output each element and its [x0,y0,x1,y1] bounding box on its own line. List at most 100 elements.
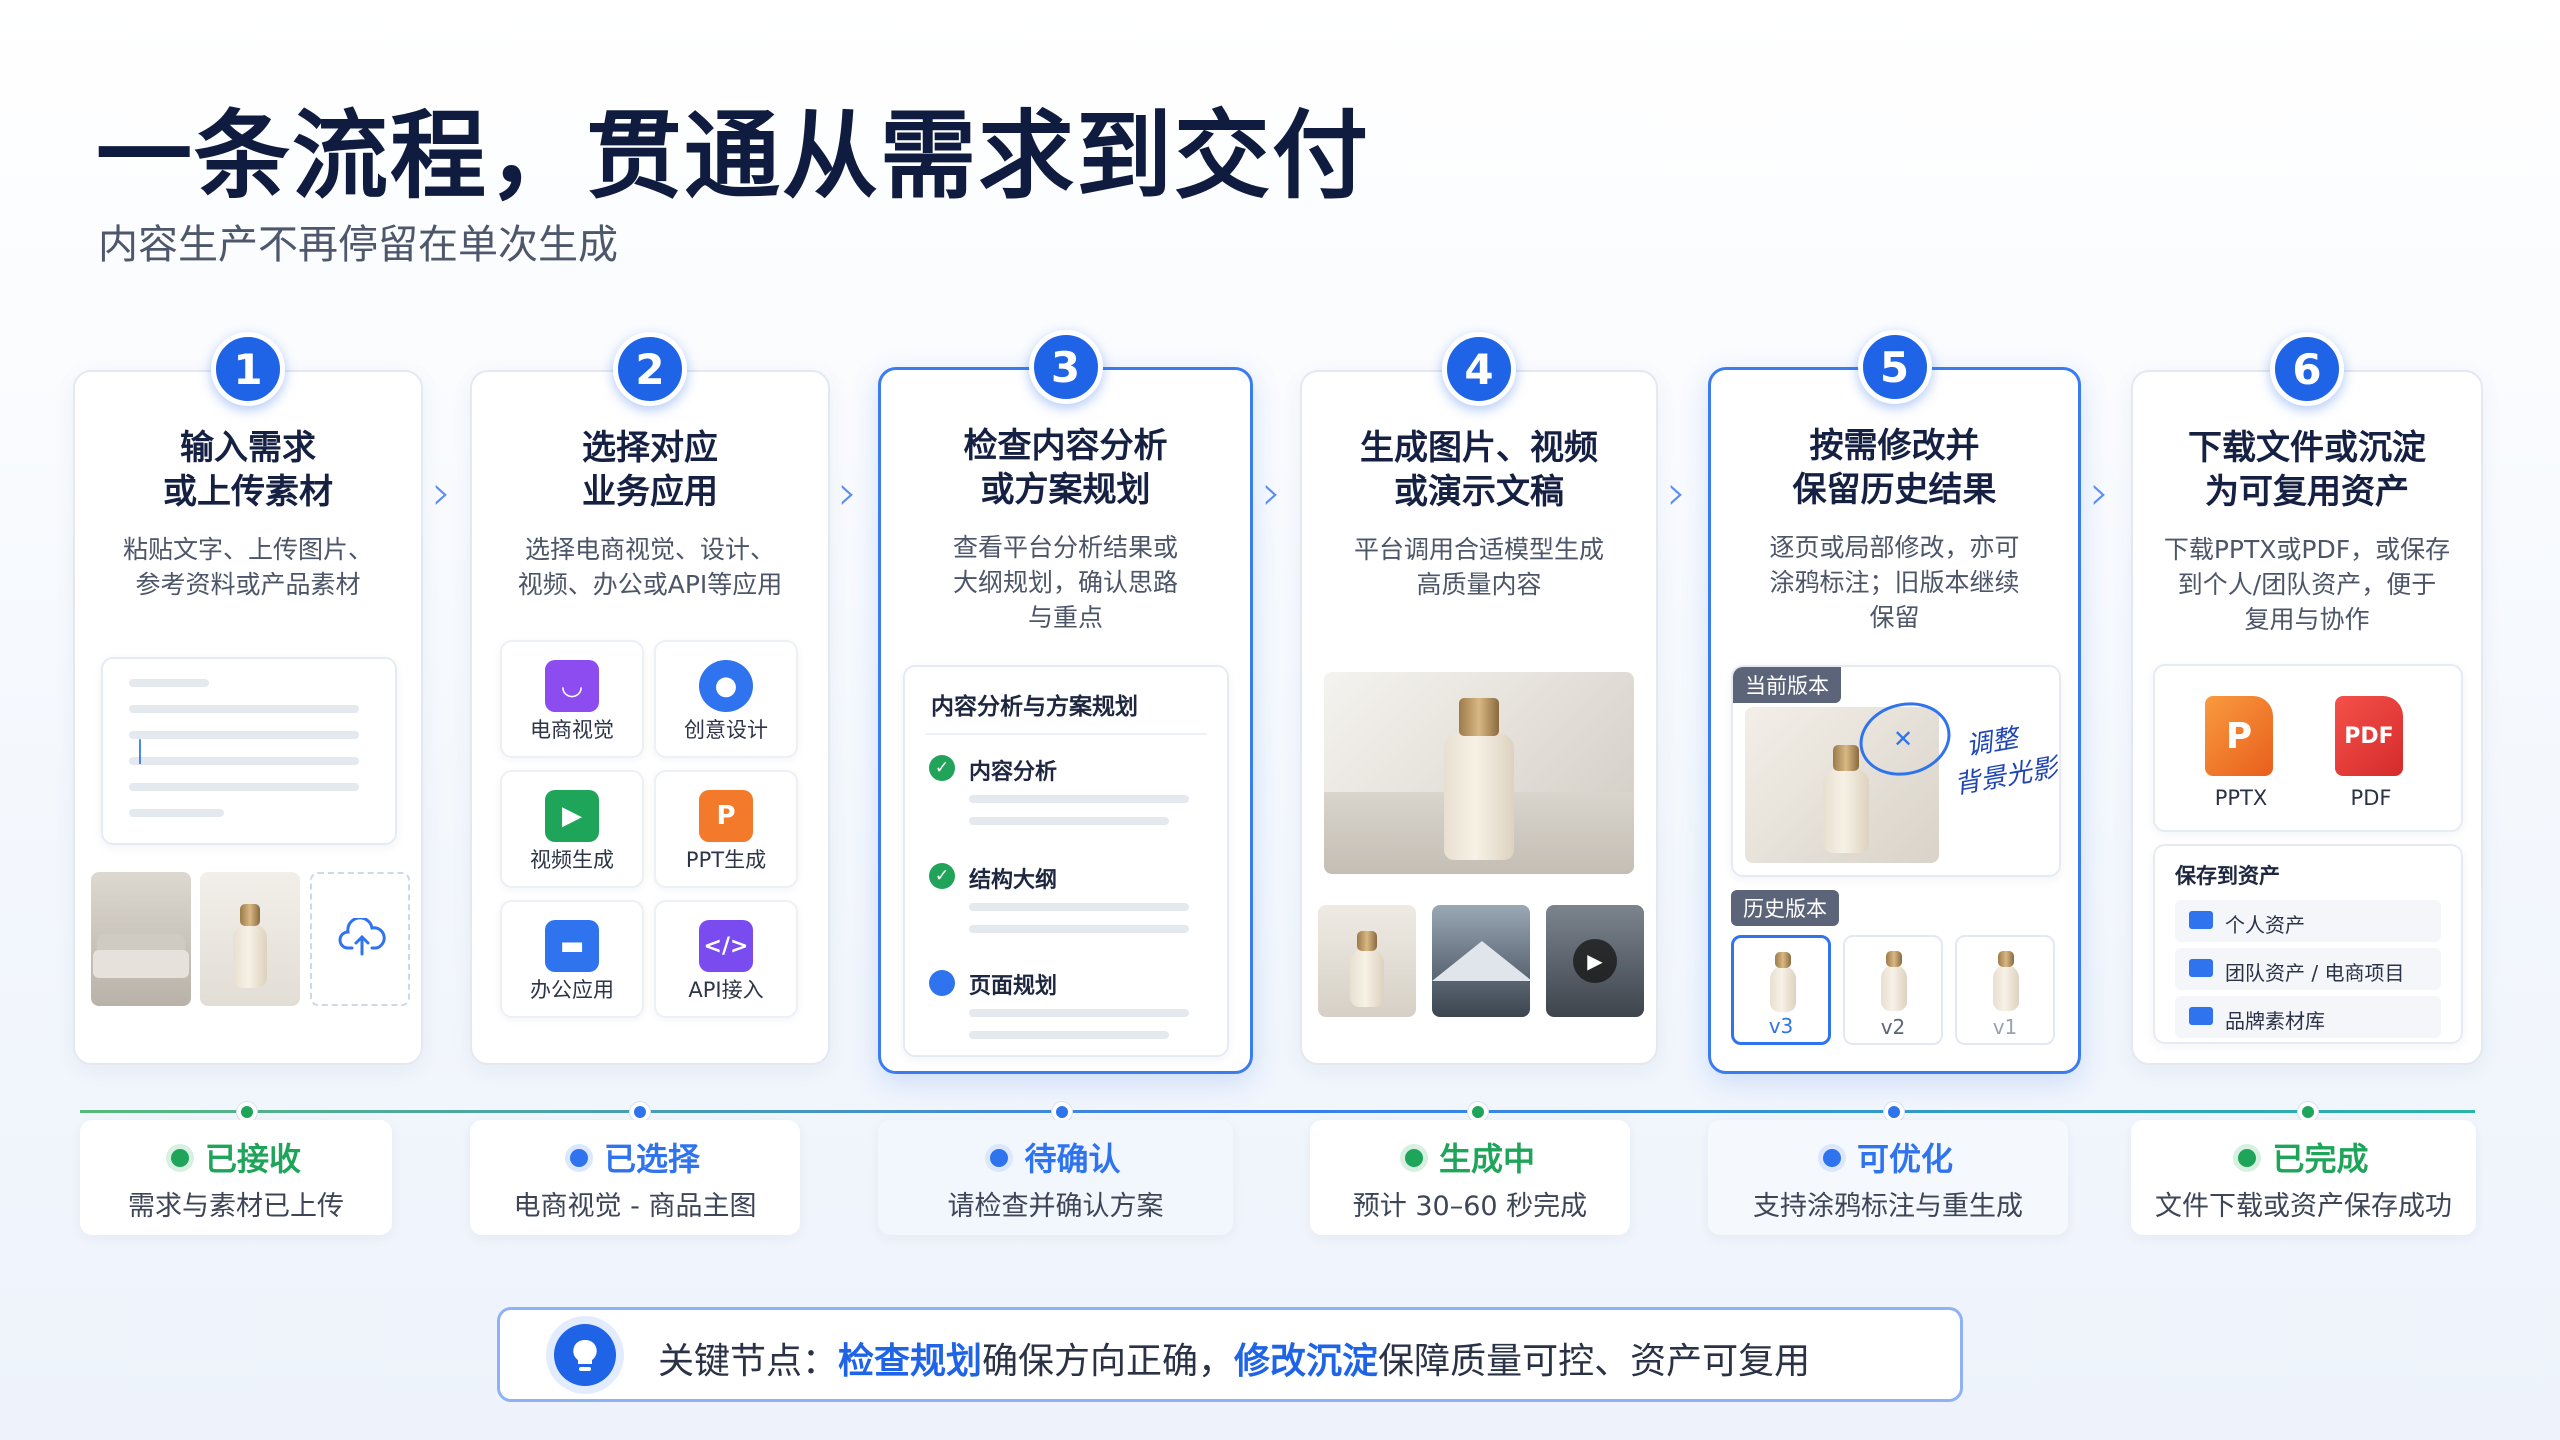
current-version-tag: 当前版本 [1733,667,1841,703]
step-desc: 粘贴文字、上传图片、参考资料或产品素材 [122,535,373,599]
step-card-5[interactable]: 5 按需修改并保留历史结果 逐页或局部修改，亦可涂鸦标注；旧版本继续保留 当前版… [1708,330,2081,1074]
status-dot-icon [170,1149,189,1167]
timeline-dot [2298,1102,2318,1122]
landscape-thumbnail[interactable] [1432,905,1530,1017]
history-version-tag: 历史版本 [1731,890,1839,926]
step-desc: 平台调用合适模型生成高质量内容 [1353,535,1604,599]
app-tile-office[interactable]: ▬办公应用 [500,900,644,1018]
timeline-dot [237,1102,257,1122]
folder-icon [2189,1007,2213,1025]
asset-option[interactable]: 团队资产 / 电商项目 [2175,948,2441,990]
step-title: 选择对应业务应用 [582,428,718,512]
step-number: 2 [613,332,687,406]
step-number: 4 [1442,332,1516,406]
code-icon: </> [699,920,753,972]
pdf-download-button[interactable]: PDF PDF [2321,696,2421,816]
step-card-1[interactable]: 1 输入需求或上传素材 粘贴文字、上传图片、参考资料或产品素材 I [73,332,423,1065]
chevron-right-icon: › [1262,465,1282,521]
cloud-upload-icon [338,918,386,956]
play-video-icon: ▶ [545,790,599,842]
step-desc: 下载PPTX或PDF，或保存到个人/团队资产，便于复用与协作 [2163,535,2451,634]
video-thumbnail[interactable]: ▶ [1546,905,1644,1017]
doodle-mark-icon: ✕ [1893,725,1914,753]
status-dot-icon [569,1149,588,1167]
chevron-right-icon: › [838,465,858,521]
step-card-6[interactable]: 6 下载文件或沉淀为可复用资产 下载PPTX或PDF，或保存到个人/团队资产，便… [2131,332,2483,1065]
pptx-download-button[interactable]: P PPTX [2191,696,2291,816]
play-icon: ▶ [1573,939,1617,983]
upload-button[interactable] [310,872,410,1006]
status-selected: 已选择 电商视觉 - 商品主图 [470,1120,800,1235]
asset-option[interactable]: 品牌素材库 [2175,996,2441,1038]
step-title: 按需修改并保留历史结果 [1792,426,1997,510]
step-title: 下载文件或沉淀为可复用资产 [2188,428,2426,512]
current-version-image[interactable] [1745,707,1939,863]
timeline-dot [1468,1102,1488,1122]
pending-dot-icon [929,970,955,996]
ppt-file-icon: P [699,790,753,842]
status-dot-icon [1822,1149,1841,1167]
save-assets-title: 保存到资产 [2175,864,2280,888]
pptx-file-icon: P [2205,696,2273,776]
step-card-4[interactable]: 4 生成图片、视频或演示文稿 平台调用合适模型生成高质量内容 ▶ [1300,332,1658,1065]
current-version-panel[interactable]: 当前版本 ✕ 调整背景光影 [1731,665,2061,877]
asset-option[interactable]: 个人资产 [2175,900,2441,942]
status-received: 已接收 需求与素材已上传 [80,1120,392,1235]
step-card-3[interactable]: 3 检查内容分析或方案规划 查看平台分析结果或大纲规划，确认思路与重点 内容分析… [878,330,1253,1074]
step-number: 6 [2270,332,2344,406]
step-desc: 逐页或局部修改，亦可涂鸦标注；旧版本继续保留 [1769,533,2020,632]
text-cursor-icon: I [135,733,146,773]
download-panel: P PPTX PDF PDF [2153,664,2463,832]
check-icon: ✓ [929,863,955,889]
app-tile-ecommerce[interactable]: ◡电商视觉 [500,640,644,758]
analysis-panel: 内容分析与方案规划 ✓ 内容分析 ✓ 结构大纲 页面规划 [903,665,1229,1057]
image-thumbnail[interactable] [1318,905,1416,1017]
step-number: 5 [1857,330,1932,404]
save-to-assets-panel: 保存到资产 个人资产 团队资产 / 电商项目 品牌素材库 [2153,844,2463,1044]
app-tile-video[interactable]: ▶视频生成 [500,770,644,888]
analysis-item: 结构大纲 [969,868,1058,893]
analysis-panel-title: 内容分析与方案规划 [931,694,1138,720]
check-icon: ✓ [929,755,955,781]
chevron-right-icon: › [432,465,452,521]
version-v2[interactable]: v2 [1843,935,1943,1045]
status-optimizable: 可优化 支持涂鸦标注与重生成 [1708,1120,2068,1235]
status-dot-icon [990,1149,1009,1167]
analysis-item: 内容分析 [969,760,1058,785]
app-tile-design[interactable]: ●创意设计 [654,640,798,758]
step-card-2[interactable]: 2 选择对应业务应用 选择电商视觉、设计、视频、办公或API等应用 ◡电商视觉 … [470,332,830,1065]
analysis-item: 页面规划 [969,974,1058,999]
generated-image[interactable] [1324,672,1634,874]
key-points-text: 关键节点：检查规划确保方向正确，修改沉淀保障质量可控、资产可复用 [658,1341,1811,1382]
sofa-thumbnail[interactable] [91,872,191,1006]
status-generating: 生成中 预计 30–60 秒完成 [1310,1120,1630,1235]
timeline-dot [1052,1102,1072,1122]
lightbulb-icon [554,1324,616,1386]
status-pending: 待确认 请检查并确认方案 [878,1120,1233,1235]
key-points-banner: 关键节点：检查规划确保方向正确，修改沉淀保障质量可控、资产可复用 [497,1307,1963,1402]
folder-icon [2189,959,2213,977]
shopping-bag-icon: ◡ [545,660,599,712]
version-v3[interactable]: v3 [1731,935,1831,1045]
status-dot-icon [1404,1149,1423,1167]
status-dot-icon [2238,1149,2257,1167]
step-title: 输入需求或上传素材 [163,428,333,512]
step-number: 1 [211,332,285,406]
step-number: 3 [1028,330,1103,404]
folder-icon [2189,911,2213,929]
timeline-dot [1884,1102,1904,1122]
timeline-dot [630,1102,650,1122]
page-subtitle: 内容生产不再停留在单次生成 [98,222,618,268]
bottle-thumbnail[interactable] [200,872,300,1006]
page-title: 一条流程，贯通从需求到交付 [96,100,1370,212]
version-v1[interactable]: v1 [1955,935,2055,1045]
palette-icon: ● [699,660,753,712]
app-tile-api[interactable]: </>API接入 [654,900,798,1018]
chevron-right-icon: › [1667,465,1687,521]
status-completed: 已完成 文件下载或资产保存成功 [2131,1120,2476,1235]
progress-timeline [80,1110,2475,1113]
text-input-panel[interactable]: I [101,657,397,845]
chevron-right-icon: › [2090,465,2110,521]
step-title: 生成图片、视频或演示文稿 [1360,428,1598,512]
